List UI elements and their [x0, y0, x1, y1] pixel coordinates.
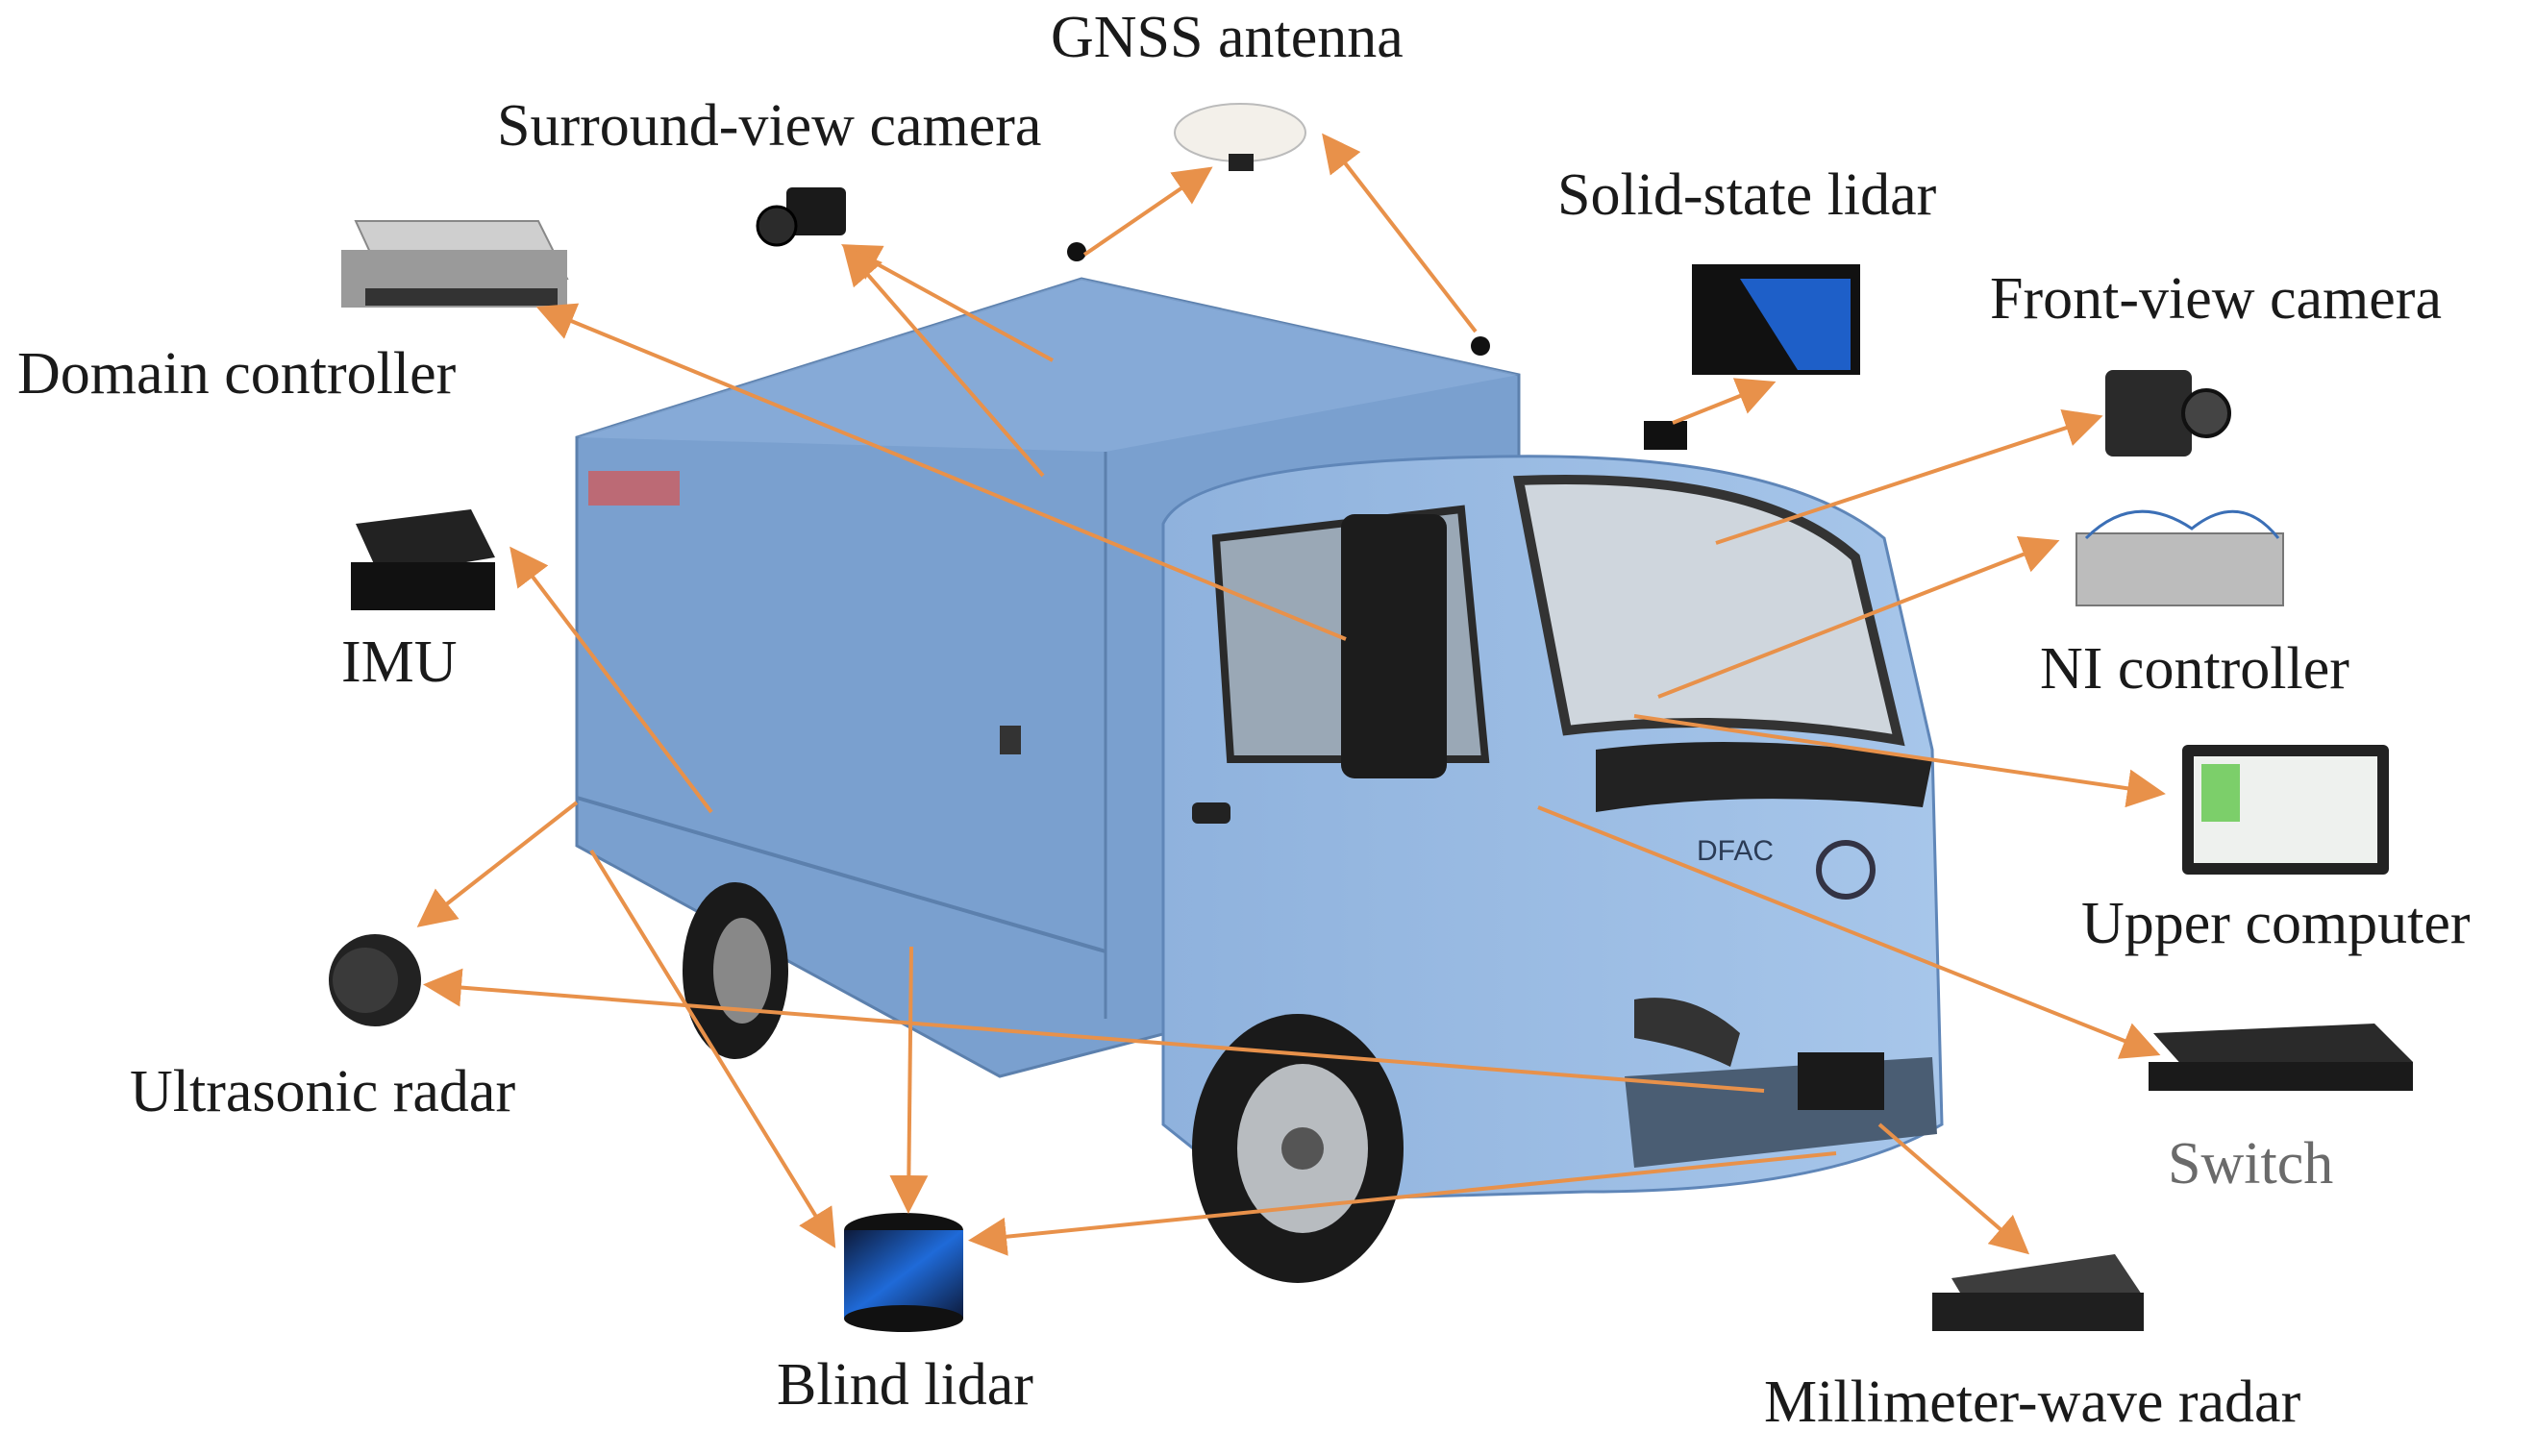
arrow-front-view-camera — [1715, 409, 2103, 545]
blind-lidar-icon — [844, 1213, 963, 1332]
label-millimeter-wave-radar: Millimeter-wave radar — [1764, 1370, 2301, 1435]
ultrasonic-radar-icon — [329, 934, 421, 1026]
arrow-ultrasonic-rear — [416, 801, 579, 927]
connector-arrows — [416, 133, 2166, 1256]
label-surround-view-camera: Surround-view camera — [497, 93, 1042, 159]
arrow-domain-controller — [535, 303, 1347, 641]
arrow-blind-lidar-front — [968, 1151, 1837, 1256]
arrow-blind-lidar-side — [889, 946, 929, 1214]
truck-mirror — [1341, 514, 1447, 778]
label-solid-state-lidar: Solid-state lidar — [1557, 162, 1937, 228]
switch-icon — [2149, 1024, 2413, 1091]
ni-controller-icon — [2075, 509, 2284, 606]
imu-icon — [351, 509, 495, 610]
label-domain-controller: Domain controller — [17, 341, 457, 407]
solid-state-lidar-icon — [1692, 264, 1860, 375]
rear-wheel — [683, 882, 788, 1059]
domain-controller-icon — [341, 220, 569, 308]
roof-lidar-icon — [1644, 421, 1687, 450]
arrow-solid-state-lidar — [1672, 378, 1777, 425]
cargo-skirt-line — [576, 796, 1106, 953]
arrow-switch — [1537, 805, 2161, 1059]
label-gnss-antenna: GNSS antenna — [1051, 5, 1404, 70]
cargo-vent — [1000, 726, 1021, 754]
surround-view-camera-icon — [756, 187, 846, 247]
side-logo — [588, 471, 680, 506]
front-view-camera-icon — [2105, 370, 2231, 457]
label-front-view-camera: Front-view camera — [1990, 266, 2442, 332]
arrow-surround-view-2 — [842, 245, 1045, 478]
front-bumper — [1625, 1057, 1937, 1168]
gnss-antenna-icon — [1174, 103, 1306, 171]
truck — [575, 242, 1944, 1283]
arrow-mmwave-radar — [1877, 1123, 2030, 1255]
truck-windshield — [1512, 475, 1905, 747]
upper-computer-icon — [2182, 745, 2389, 875]
truck-grille — [1596, 742, 1932, 812]
roof-antenna-left-icon — [1067, 242, 1086, 261]
front-wheel — [1192, 1014, 1404, 1283]
label-ultrasonic-radar: Ultrasonic radar — [130, 1059, 516, 1124]
millimeter-wave-radar-icon — [1932, 1254, 2144, 1331]
label-imu: IMU — [341, 629, 458, 695]
arrow-blind-lidar-rear — [589, 849, 836, 1248]
roof-antenna-right-icon — [1471, 336, 1490, 356]
truck-cargo-top — [577, 279, 1519, 452]
label-upper-computer: Upper computer — [2081, 891, 2471, 956]
arrow-ultrasonic-front — [423, 968, 1765, 1093]
arrow-gnss-left — [1082, 166, 1213, 257]
brand-logo-icon — [1816, 840, 1876, 900]
label-switch: Switch — [2168, 1131, 2334, 1197]
headlight — [1634, 998, 1740, 1067]
label-ni-controller: NI controller — [2040, 636, 2349, 702]
arrow-imu — [509, 546, 713, 814]
arrow-gnss-right — [1322, 133, 1478, 333]
truck-badge: DFAC — [1697, 835, 1774, 867]
label-blind-lidar: Blind lidar — [777, 1352, 1033, 1418]
arrow-upper-computer — [1633, 714, 2166, 808]
license-plate — [1798, 1052, 1884, 1110]
arrow-ni-controller — [1657, 536, 2060, 699]
door-handle — [1192, 802, 1230, 824]
